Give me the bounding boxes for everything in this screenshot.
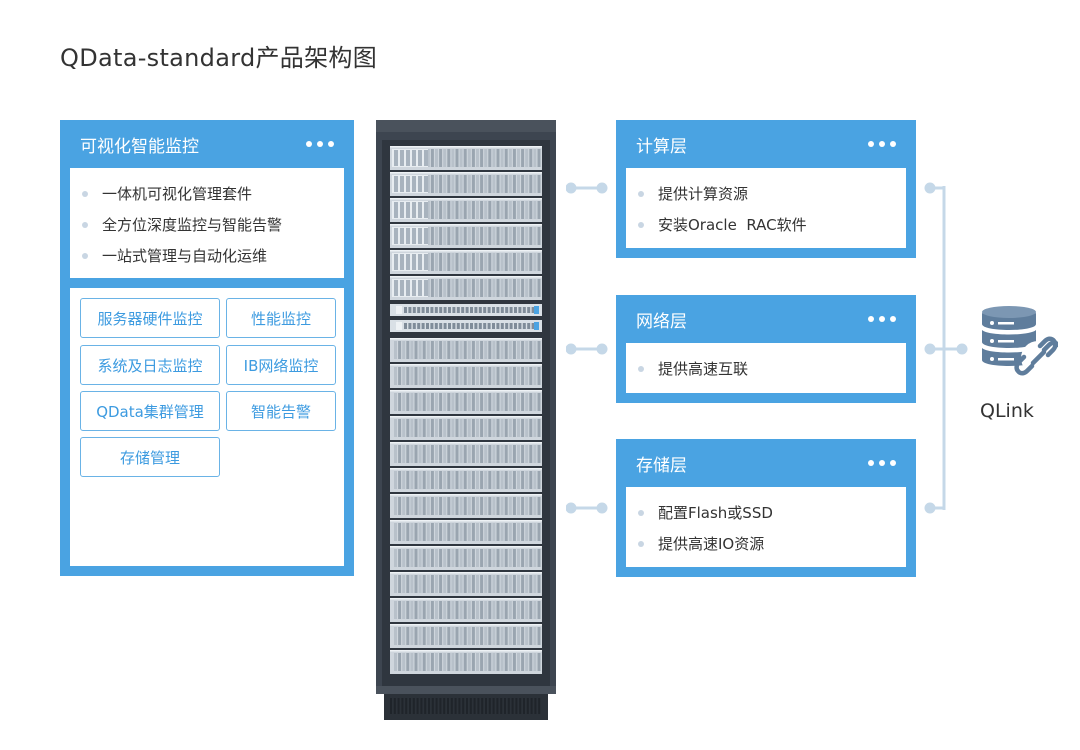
- bullet-icon: [82, 222, 88, 228]
- more-icon[interactable]: [306, 141, 334, 147]
- page-title: QData-standard产品架构图: [60, 38, 377, 73]
- more-icon[interactable]: [868, 316, 896, 322]
- server-rack-illustration: [376, 120, 556, 720]
- more-icon[interactable]: [868, 141, 896, 147]
- bullet-icon: [82, 253, 88, 259]
- monitoring-panel-title: 可视化智能监控: [80, 132, 199, 157]
- feature-list: 一体机可视化管理套件 全方位深度监控与智能告警 一站式管理与自动化运维: [70, 168, 344, 278]
- storage-layer-title: 存储层: [636, 451, 687, 476]
- monitoring-panel-header: 可视化智能监控: [60, 120, 354, 168]
- network-layer: 网络层 提供高速互联: [616, 295, 916, 403]
- more-icon[interactable]: [868, 460, 896, 466]
- list-item: 全方位深度监控与智能告警: [70, 209, 344, 240]
- compute-layer-title: 计算层: [636, 132, 687, 157]
- list-item: 提供高速互联: [626, 353, 906, 384]
- module-smart-alert[interactable]: 智能告警: [226, 391, 336, 431]
- module-storage-management[interactable]: 存储管理: [80, 437, 220, 477]
- storage-layer: 存储层 配置Flash或SSD 提供高速IO资源: [616, 439, 916, 577]
- module-grid: 服务器硬件监控 性能监控 系统及日志监控 IB网络监控 QData集群管理 智能…: [70, 288, 344, 566]
- bullet-icon: [638, 222, 644, 228]
- list-item: 安装Oracle RAC软件: [626, 209, 906, 240]
- database-link-icon: [978, 304, 1058, 384]
- module-cluster-management[interactable]: QData集群管理: [80, 391, 220, 431]
- list-item: 一体机可视化管理套件: [70, 178, 344, 209]
- bullet-icon: [82, 191, 88, 197]
- bullet-icon: [638, 366, 644, 372]
- network-layer-body: 提供高速互联: [626, 343, 906, 393]
- qlink-label: QLink: [980, 400, 1034, 422]
- module-ib-network-monitor[interactable]: IB网络监控: [226, 345, 336, 385]
- bullet-icon: [638, 541, 644, 547]
- list-item: 提供高速IO资源: [626, 528, 906, 559]
- compute-layer-body: 提供计算资源 安装Oracle RAC软件: [626, 168, 906, 248]
- module-performance-monitor[interactable]: 性能监控: [226, 298, 336, 338]
- rack-layer-connectors: [566, 180, 608, 516]
- list-item: 提供计算资源: [626, 178, 906, 209]
- bullet-icon: [638, 510, 644, 516]
- module-hardware-monitor[interactable]: 服务器硬件监控: [80, 298, 220, 338]
- storage-layer-body: 配置Flash或SSD 提供高速IO资源: [626, 487, 906, 567]
- list-item: 配置Flash或SSD: [626, 497, 906, 528]
- network-layer-title: 网络层: [636, 307, 687, 332]
- module-system-log-monitor[interactable]: 系统及日志监控: [80, 345, 220, 385]
- bullet-icon: [638, 191, 644, 197]
- compute-layer: 计算层 提供计算资源 安装Oracle RAC软件: [616, 120, 916, 258]
- qlink-bracket-connector: [924, 180, 970, 516]
- list-item: 一站式管理与自动化运维: [70, 240, 344, 271]
- monitoring-panel: 可视化智能监控 一体机可视化管理套件 全方位深度监控与智能告警 一站式管理与自动…: [60, 120, 354, 576]
